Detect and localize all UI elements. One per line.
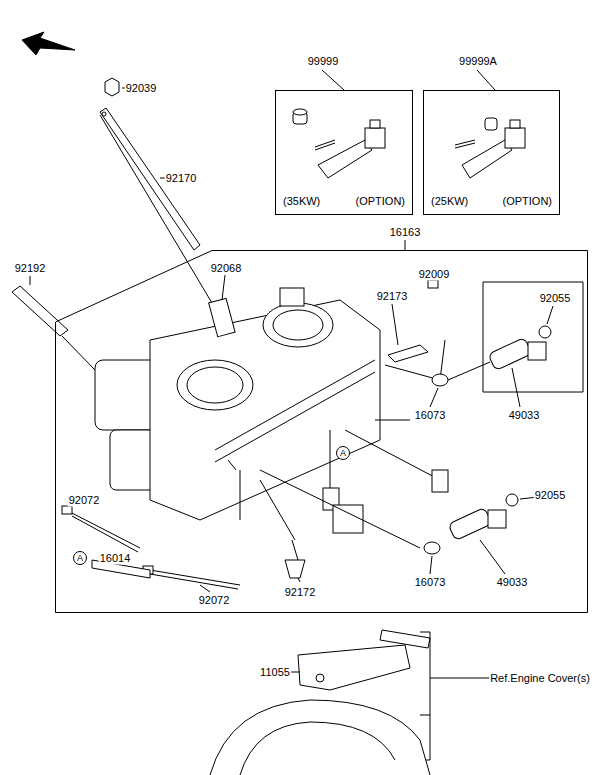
callout-number: 16014 [99, 552, 132, 565]
assembly-outline: 16163 [55, 250, 588, 613]
part-number: 99999 [307, 55, 340, 68]
part-number: 99999A [458, 55, 498, 68]
callout-number: 92039 [125, 82, 158, 95]
option-note: (25KW) [430, 195, 469, 208]
callout-number: 92172 [284, 586, 317, 599]
callout-number: 92055 [539, 292, 572, 305]
callout-number: 11055 [259, 666, 291, 679]
option-note: (OPTION) [502, 195, 554, 208]
callout-number: 92170 [165, 172, 198, 185]
option-box: 99999(35KW)(OPTION) [275, 90, 413, 215]
callout-number: 49033 [508, 409, 541, 422]
callout-number: 92055 [534, 489, 567, 502]
outline-path [56, 251, 588, 613]
option-note: (35KW) [282, 195, 321, 208]
reference-mark: A [336, 446, 350, 460]
callout-number: 92009 [418, 268, 451, 281]
reference-mark: A [73, 551, 87, 565]
callout-number: 16073 [414, 576, 447, 589]
callout-number: 92192 [14, 262, 47, 275]
callout-number: 92173 [376, 290, 409, 303]
option-box: 99999A(25KW)(OPTION) [423, 90, 560, 215]
callout-number: 92072 [198, 594, 231, 607]
callout-number: 92068 [210, 262, 243, 275]
callout-number: 92072 [68, 494, 101, 507]
callout-number: 49033 [496, 576, 529, 589]
option-note: (OPTION) [355, 195, 407, 208]
callout-number: 16073 [414, 409, 447, 422]
outline-shape [55, 250, 588, 613]
callout-number: Ref.Engine Cover(s) [489, 672, 591, 685]
part-number: 16163 [389, 226, 422, 239]
